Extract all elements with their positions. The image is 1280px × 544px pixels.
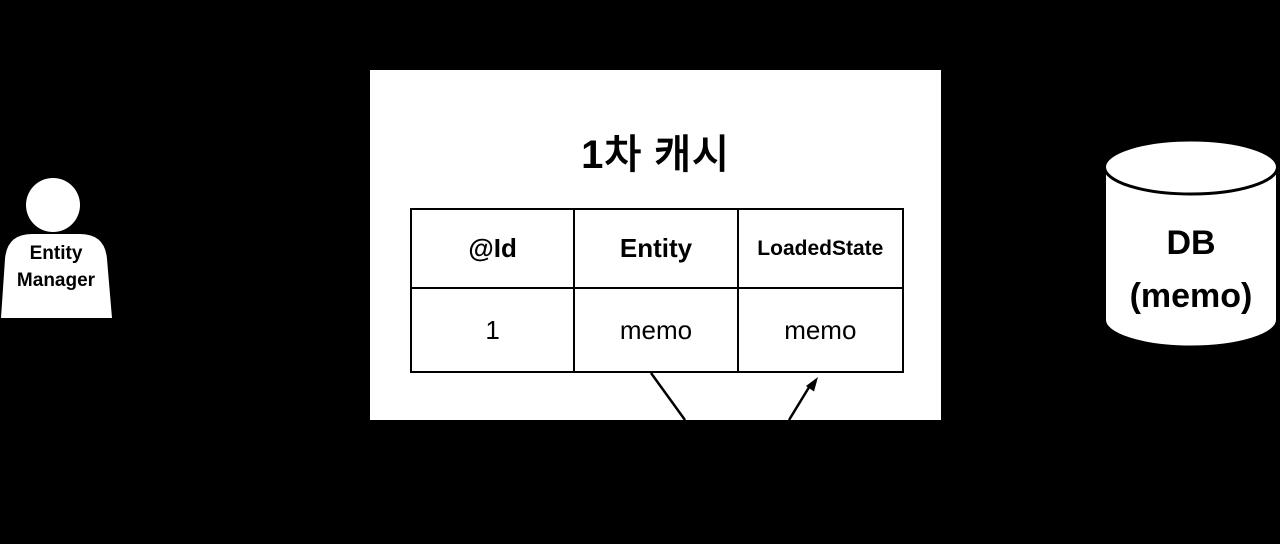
cache-table-header-id: @Id: [412, 210, 576, 289]
cache-title: 1차 캐시: [581, 133, 730, 177]
cache-table-cell-loadedstate: memo: [738, 289, 902, 371]
database-cylinder-icon: [1103, 138, 1279, 349]
loadedstate-pointer-line: [787, 383, 813, 420]
cache-table-header-loadedstate: LoadedState: [738, 210, 902, 289]
database: DB (memo): [1102, 137, 1280, 351]
entity-pointer-line: [649, 372, 687, 420]
loadedstate-arrowhead-icon: [806, 377, 818, 392]
cache-table-header-entity: Entity: [575, 210, 739, 289]
database-qualifier: (memo): [1129, 277, 1253, 315]
cache-table: @Id Entity LoadedState 1 memo memo: [410, 208, 904, 373]
database-name: DB: [1166, 224, 1216, 262]
cache-table-cell-id: 1: [412, 289, 576, 371]
person-icon: [1, 178, 112, 318]
entity-manager-label: Entity Manager: [16, 243, 96, 291]
database-label: DB (memo): [1102, 217, 1280, 323]
cache-table-cell-entity: memo: [575, 289, 739, 371]
first-level-cache-panel: 1차 캐시 @Id Entity LoadedState 1 memo memo: [370, 70, 941, 420]
entity-manager-actor: Entity Manager: [0, 176, 114, 318]
